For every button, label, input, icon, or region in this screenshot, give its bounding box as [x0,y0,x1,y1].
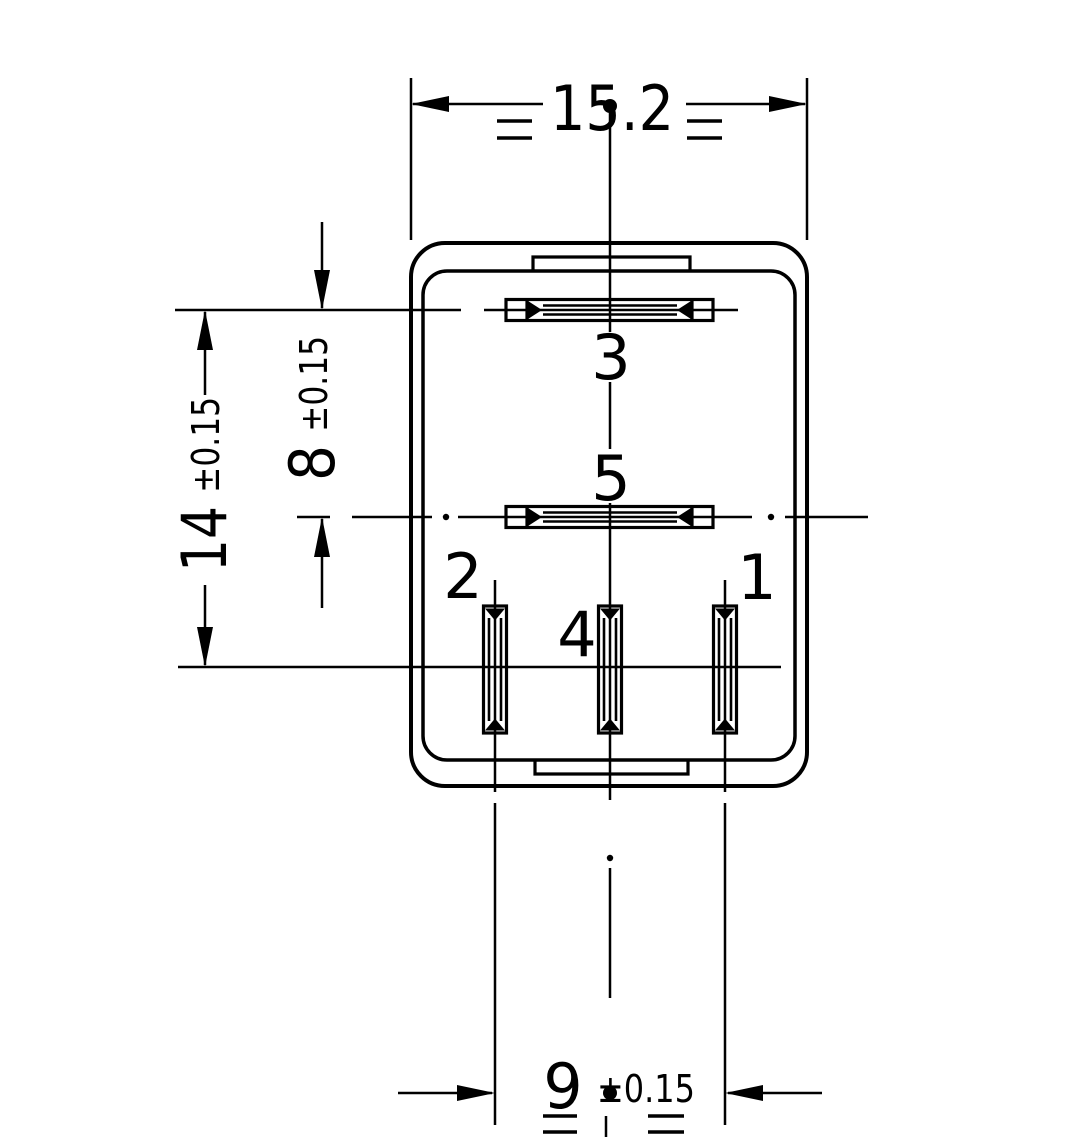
body-bottom-tab [533,760,690,776]
pin5-slot [504,504,715,530]
arrowhead-down [314,270,330,310]
arrowhead-right [769,96,807,112]
dimension-row-spacing-value: 8 [276,445,349,481]
dimension-pin-spacing-value: 9 [543,1050,582,1123]
centerline-dot [603,1086,617,1100]
chamfer-mark [528,508,542,526]
chamfer-mark [677,301,691,319]
centerline-dot [603,99,617,113]
dimension-height-tolerance: ±0.15 [184,397,228,493]
pin1-label: 1 [737,541,776,614]
arrowhead-up [197,310,213,350]
chamfer-mark [528,301,542,319]
arrowhead-left [411,96,449,112]
chamfer-mark [600,608,620,621]
dimension-pin-spacing: 9 ±0.15 [398,1050,822,1134]
vertical-centerline [604,100,614,1137]
pin-labels: 3 5 4 2 1 [443,321,776,671]
body-top-tab [531,255,692,271]
pin2-slot [481,604,509,735]
chamfer-mark [715,608,735,621]
dimension-height-text: 14 ±0.15 [168,397,241,572]
dimension-height-value: 14 [168,506,241,572]
arrowhead-left [725,1085,763,1101]
dimension-row-spacing: 8 ±0.15 [276,222,349,608]
pin3-label: 3 [591,321,630,394]
chamfer-mark [715,718,735,731]
pin5-label: 5 [591,442,630,515]
arrowhead-up [314,517,330,557]
pin1-slot [711,604,739,735]
pin2-label: 2 [443,540,482,613]
pin5-row-centerline [297,513,868,521]
chamfer-mark [600,718,620,731]
dimension-row-spacing-text: 8 ±0.15 [276,336,349,481]
dimension-overall-width: 15.2 [409,72,809,240]
chamfer-mark [485,608,505,621]
pin4-slot [596,604,624,735]
pin4-label: 4 [557,598,596,671]
arrowhead-right [457,1085,495,1101]
dimension-row-spacing-tolerance: ±0.15 [292,336,336,432]
arrowhead-down [197,627,213,667]
pin3-slot [504,297,715,323]
chamfer-mark [485,718,505,731]
centerlines [175,100,868,1137]
dimension-overall-height: 14 ±0.15 [168,310,241,667]
chamfer-mark [677,508,691,526]
